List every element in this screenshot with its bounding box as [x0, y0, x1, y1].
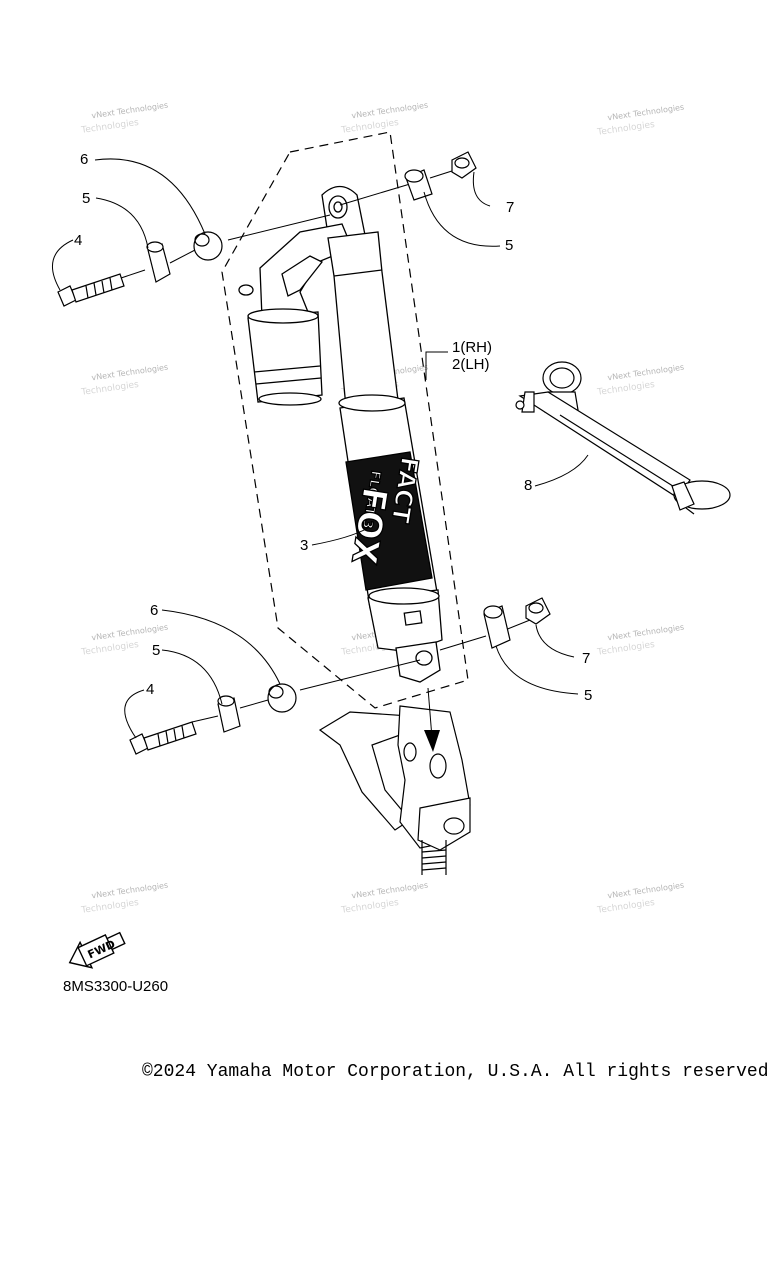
shock-upper-body — [327, 231, 399, 409]
shock-sleeve: FACT FLOAT 3 FOX — [338, 394, 439, 609]
watermark: vNext Technologies Technologies — [80, 363, 169, 398]
callout-6-lower: 6 — [150, 602, 158, 619]
assembly-outline — [221, 131, 469, 709]
bushing-upper — [193, 231, 223, 261]
mounting-arrow — [424, 687, 440, 752]
svg-text:vNext Technologies: vNext Technologies — [91, 881, 169, 901]
svg-text:vNext Technologies: vNext Technologies — [607, 623, 685, 643]
collar-upper-left — [146, 241, 171, 283]
callout-5-lower-right: 5 — [584, 687, 592, 704]
callout-5-upper-right: 5 — [505, 237, 513, 254]
watermark: vNext Technologies Technologies — [596, 363, 685, 398]
collar-upper-right — [404, 169, 433, 201]
leader-lines — [52, 158, 589, 739]
svg-text:Technologies: Technologies — [80, 898, 140, 916]
svg-text:Technologies: Technologies — [340, 898, 400, 916]
collar-lower-left — [217, 695, 241, 733]
watermark: vNext Technologies Technologies — [596, 881, 685, 916]
callout-7-lower: 7 — [582, 650, 590, 667]
reservoir — [247, 308, 323, 406]
lower-frame — [318, 705, 471, 875]
svg-text:vNext Technologies: vNext Technologies — [351, 881, 429, 901]
shock-bottom-bushing — [415, 650, 433, 666]
svg-text:Technologies: Technologies — [596, 120, 656, 138]
hardware-upper — [57, 151, 477, 307]
svg-text:Technologies: Technologies — [80, 118, 140, 136]
watermark: vNext Technologies Technologies — [596, 103, 685, 138]
svg-text:Technologies: Technologies — [80, 640, 140, 658]
svg-text:vNext Technologies: vNext Technologies — [607, 881, 685, 901]
callout-6-upper: 6 — [80, 151, 88, 168]
callout-5-upper-left: 5 — [82, 190, 90, 207]
callout-3: 3 — [300, 537, 308, 554]
callout-5-lower-left: 5 — [152, 642, 160, 659]
bolt-upper — [57, 273, 125, 307]
svg-text:vNext Technologies: vNext Technologies — [607, 363, 685, 383]
callout-4-upper: 4 — [74, 232, 82, 249]
watermark: vNext Technologies Technologies — [340, 101, 429, 136]
copyright-notice: ©2024 Yamaha Motor Corporation, U.S.A. A… — [142, 1062, 768, 1082]
watermark: vNext Technologies Technologies — [80, 881, 169, 916]
callouts: 6 5 4 7 5 1(RH) 2(LH) 3 8 6 5 4 7 5 — [74, 151, 592, 704]
callout-7-upper: 7 — [506, 199, 514, 216]
svg-text:Technologies: Technologies — [596, 380, 656, 398]
svg-text:Technologies: Technologies — [596, 898, 656, 916]
watermark: vNext Technologies Technologies — [596, 623, 685, 658]
callout-rh: 1(RH) — [452, 339, 492, 356]
diagram-code: 8MS3300-U260 — [63, 978, 169, 995]
svg-text:vNext Technologies: vNext Technologies — [607, 103, 685, 123]
bushing-lower — [267, 683, 297, 713]
fwd-badge: FWD — [68, 931, 126, 969]
watermark: vNext Technologies Technologies — [340, 881, 429, 916]
watermark: vNext Technologies Technologies — [80, 101, 169, 136]
svg-text:vNext Technologies: vNext Technologies — [91, 363, 169, 383]
collar-lower-right — [483, 605, 511, 649]
svg-text:Technologies: Technologies — [80, 380, 140, 398]
svg-text:vNext Technologies: vNext Technologies — [91, 623, 169, 643]
shock-absorber: FACT FLOAT 3 FOX — [238, 185, 443, 683]
shock-pump — [515, 361, 731, 515]
nut-lower — [525, 597, 551, 625]
pump-body — [518, 391, 691, 499]
hardware-lower — [129, 597, 551, 755]
callout-8: 8 — [524, 477, 532, 494]
nut-upper — [451, 151, 477, 179]
callout-4-lower: 4 — [146, 681, 154, 698]
svg-text:vNext Technologies: vNext Technologies — [351, 101, 429, 121]
decal-panel — [345, 451, 433, 591]
callout-lh: 2(LH) — [452, 356, 490, 373]
bolt-lower — [129, 721, 197, 755]
svg-text:vNext Technologies: vNext Technologies — [91, 101, 169, 121]
svg-text:Technologies: Technologies — [340, 118, 400, 136]
svg-text:Technologies: Technologies — [596, 640, 656, 658]
